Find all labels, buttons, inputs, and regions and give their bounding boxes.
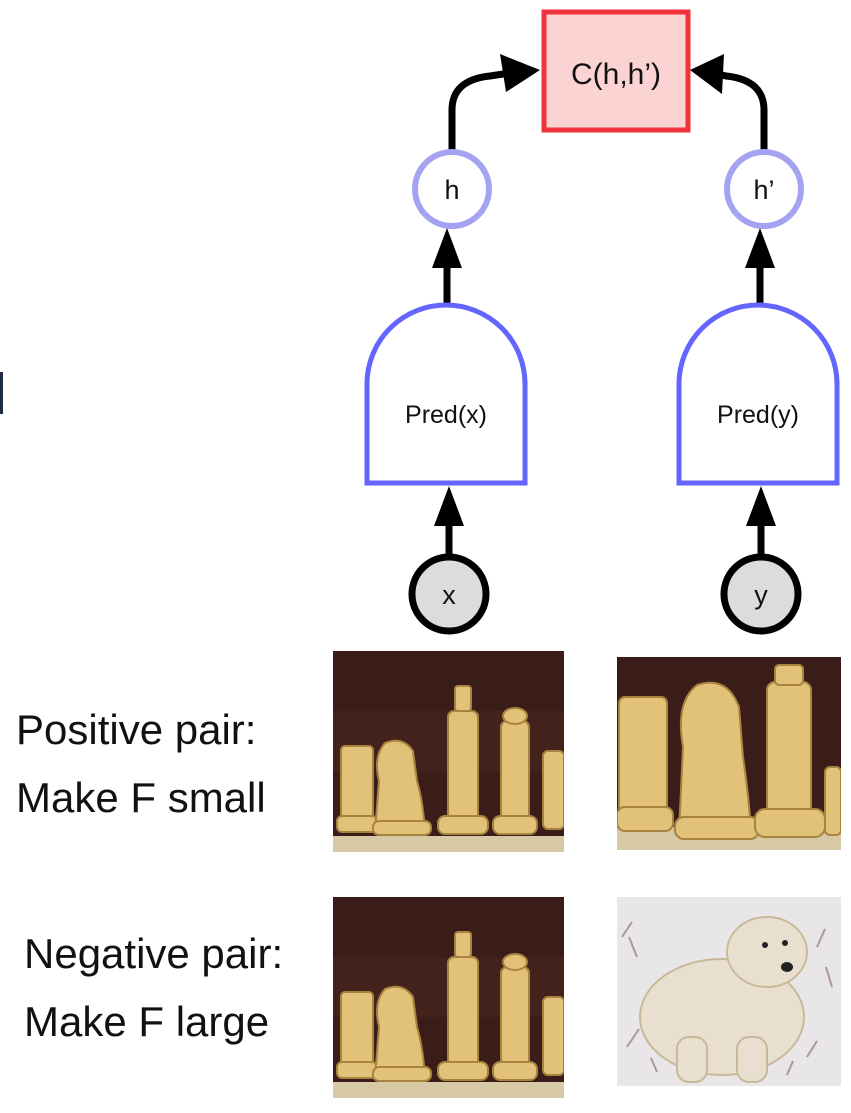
cost-node: C(h,h’)	[541, 9, 691, 133]
left-latent-label: h	[444, 175, 459, 205]
left-input-to-pred-arrow	[434, 486, 464, 556]
left-to-cost-arrow	[448, 54, 540, 158]
right-latent-node: h’	[724, 149, 804, 229]
cost-label: C(h,h’)	[571, 58, 661, 91]
left-pred-to-latent-arrow	[432, 228, 462, 308]
left-latent-node: h	[412, 149, 492, 229]
right-pred-to-latent-arrow	[745, 228, 775, 308]
positive-left-chess-photo	[333, 651, 564, 852]
energy-model-diagram: C(h,h’) h h’ Pred(x) Pred(y)	[364, 9, 840, 635]
right-input-node: y	[720, 553, 802, 635]
right-to-cost-arrow	[690, 54, 768, 158]
right-predictor-label: Pred(y)	[717, 401, 799, 429]
left-predictor-node: Pred(x)	[364, 302, 528, 486]
edge-mark	[0, 372, 3, 414]
right-input-label: y	[754, 580, 768, 610]
positive-pair-caption: Positive pair: Make F small	[16, 696, 266, 832]
positive-pair-title: Positive pair:	[16, 706, 257, 753]
right-latent-label: h’	[753, 175, 774, 205]
positive-right-chess-photo	[617, 657, 841, 850]
left-input-label: x	[442, 580, 456, 610]
right-input-to-pred-arrow	[746, 486, 776, 556]
negative-pair-caption: Negative pair: Make F large	[24, 920, 283, 1056]
negative-pair-instruction: Make F large	[24, 998, 270, 1045]
left-predictor-label: Pred(x)	[405, 401, 487, 429]
left-input-node: x	[408, 553, 490, 635]
right-predictor-node: Pred(y)	[676, 302, 840, 486]
negative-left-chess-photo	[333, 897, 564, 1098]
negative-pair-title: Negative pair:	[24, 930, 284, 977]
positive-pair-instruction: Make F small	[16, 774, 266, 821]
negative-right-polar-bear-photo	[617, 897, 841, 1086]
